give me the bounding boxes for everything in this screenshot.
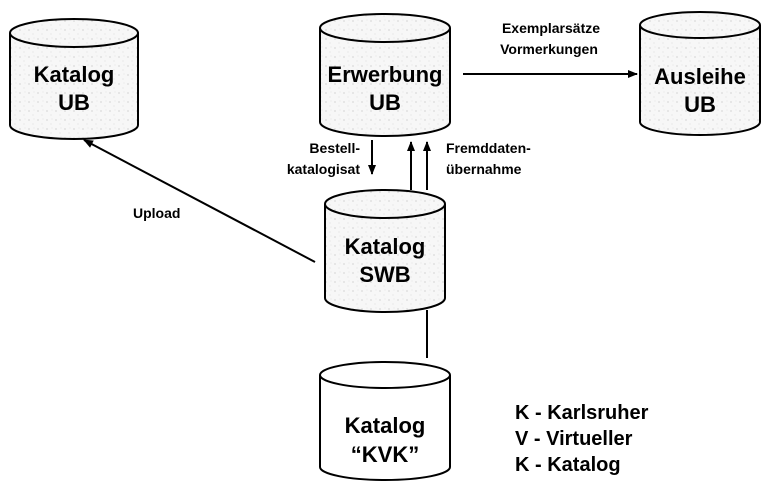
db-ausleihe-ub-label-1: Ausleihe — [654, 64, 746, 89]
db-katalog-kvk-body — [319, 375, 451, 481]
db-katalog-kvk-label-2: “KVK” — [351, 442, 419, 467]
arrow-swb-to-katalog-ub-upload — [83, 139, 316, 263]
db-katalog-ub-top — [9, 18, 139, 48]
db-katalog-swb-label-1: Katalog — [345, 234, 426, 259]
db-erwerbung-ub-label-1: Erwerbung — [328, 62, 443, 87]
db-ausleihe-ub-label-2: UB — [684, 92, 716, 117]
label-exemplarsaetze: Exemplarsätze — [502, 20, 600, 36]
db-katalog-kvk: Katalog “KVK” — [319, 361, 451, 481]
legend-line-karlsruher: K - Karlsruher — [515, 402, 649, 424]
db-katalog-ub: Katalog UB — [9, 18, 139, 140]
label-uebernahme: übernahme — [446, 161, 522, 177]
db-katalog-ub-body — [9, 33, 139, 140]
label-vormerkungen: Vormerkungen — [500, 41, 598, 57]
db-erwerbung-ub-top — [319, 13, 451, 43]
db-ausleihe-ub-body — [639, 25, 761, 136]
db-katalog-ub-label-2: UB — [58, 90, 90, 115]
label-katalogisat: katalogisat — [287, 161, 360, 177]
db-ausleihe-ub: Ausleihe UB — [639, 11, 761, 136]
db-katalog-swb-top — [324, 189, 446, 219]
legend-line-katalog: K - Katalog — [515, 454, 621, 476]
legend-line-virtueller: V - Virtueller — [515, 428, 633, 450]
label-fremddaten: Fremddaten- — [446, 140, 531, 156]
db-ausleihe-ub-top — [639, 11, 761, 39]
db-katalog-kvk-label-1: Katalog — [345, 413, 426, 438]
label-upload: Upload — [133, 205, 180, 221]
db-katalog-swb-label-2: SWB — [359, 262, 410, 287]
db-katalog-swb: Katalog SWB — [324, 189, 446, 313]
db-erwerbung-ub-body — [319, 28, 451, 137]
db-katalog-ub-label-1: Katalog — [34, 62, 115, 87]
legend: K - Karlsruher V - Virtueller K - Katalo… — [515, 402, 649, 476]
db-katalog-swb-body — [324, 204, 446, 313]
db-erwerbung-ub: Erwerbung UB — [319, 13, 451, 137]
db-katalog-kvk-top — [319, 361, 451, 389]
db-erwerbung-ub-label-2: UB — [369, 90, 401, 115]
label-bestell: Bestell- — [309, 140, 360, 156]
